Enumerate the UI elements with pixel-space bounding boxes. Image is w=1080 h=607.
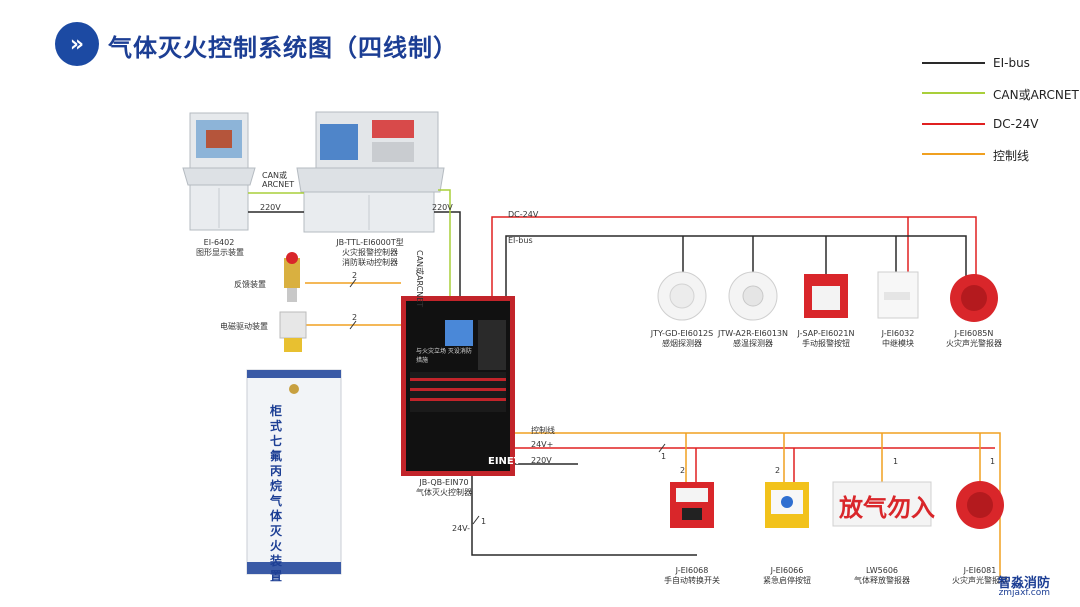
- heat-detector: [728, 271, 778, 321]
- brand-logo: EINET: [488, 456, 521, 467]
- can-vertical-label: CAN或ARCNET: [415, 250, 424, 308]
- controller-line2: 火灾报警控制器: [342, 248, 398, 257]
- display-name: 图形显示装置: [196, 248, 244, 257]
- legend-can: CAN或ARCNET: [993, 88, 1079, 102]
- gas-controller: [401, 296, 515, 476]
- solenoid-label: 电磁驱动装置: [220, 322, 268, 331]
- auto-manual-switch: [670, 482, 714, 528]
- release-wire-count: 1: [893, 457, 899, 466]
- feedback-device: [284, 252, 300, 302]
- switch-wire-count: 2: [680, 466, 686, 475]
- arcnet-label: ARCNET: [262, 180, 295, 189]
- alarm-wire-count: 1: [990, 457, 996, 466]
- feedback-wire-count: 2: [352, 271, 358, 280]
- legend-ctrl: 控制线: [993, 149, 1030, 163]
- emergency-stop-button: [765, 482, 809, 528]
- ctrl-line-label: 控制线: [531, 426, 555, 435]
- bottom-wire-count: 1: [661, 452, 667, 461]
- solenoid-wire-count: 2: [352, 313, 358, 322]
- release-alarm-sign: [832, 481, 932, 527]
- dc24-label: DC-24V: [508, 210, 539, 219]
- controller-label: JB-TTL-EI6000T型 火灾报警控制器 消防联动控制器: [320, 238, 420, 268]
- watermark-url: zmjaxf.com: [998, 588, 1050, 598]
- v24-wire-count: 1: [481, 517, 487, 526]
- can-or-label: CAN或: [262, 171, 288, 180]
- v220-b-label: 220V: [432, 203, 453, 212]
- display-model: EI-6402: [203, 238, 235, 247]
- display-terminal: [182, 112, 256, 231]
- solenoid-device: [279, 311, 307, 352]
- display-label: EI-6402 图形显示装置: [196, 238, 244, 258]
- main-controller: [296, 111, 445, 233]
- v24plus-label: 24V+: [531, 440, 554, 449]
- sound-light-alarm-bottom: [956, 481, 1004, 529]
- title-badge-icon: »: [55, 22, 99, 66]
- v24minus-label: 24V-: [452, 524, 471, 533]
- smoke-detector: [657, 271, 707, 321]
- legend-dc24: DC-24V: [993, 117, 1039, 131]
- cabinet-label: 柜式七氟丙烷气体灭火装置: [270, 404, 283, 583]
- release-sign-text: 放气勿入: [839, 494, 935, 522]
- gas-cabinet: [246, 369, 342, 575]
- feedback-label: 反馈装置: [234, 280, 266, 289]
- legend-eibus: EI-bus: [993, 56, 1030, 70]
- stop-wire-count: 2: [775, 466, 781, 475]
- manual-alarm-button: [804, 274, 848, 318]
- controller-model: JB-TTL-EI6000T型: [336, 238, 404, 247]
- v220-a-label: 220V: [260, 203, 281, 212]
- gas-controller-label: JB-QB-EIN70 气体灭火控制器: [404, 478, 484, 498]
- watermark-name: 智淼消防: [997, 576, 1050, 591]
- page-title: 气体灭火控制系统图（四线制）: [108, 34, 458, 62]
- gas-controller-name: 气体灭火控制器: [416, 488, 472, 497]
- relay-module: [877, 271, 919, 319]
- sound-light-alarm-top: [950, 274, 998, 322]
- v220-c-label: 220V: [531, 456, 552, 465]
- controller-line3: 消防联动控制器: [342, 258, 398, 267]
- eibus-label: EI-bus: [508, 236, 533, 245]
- controller-screen-text: 与火灾立场 灭设消防措施: [416, 348, 472, 364]
- gas-controller-model: JB-QB-EIN70: [419, 478, 469, 487]
